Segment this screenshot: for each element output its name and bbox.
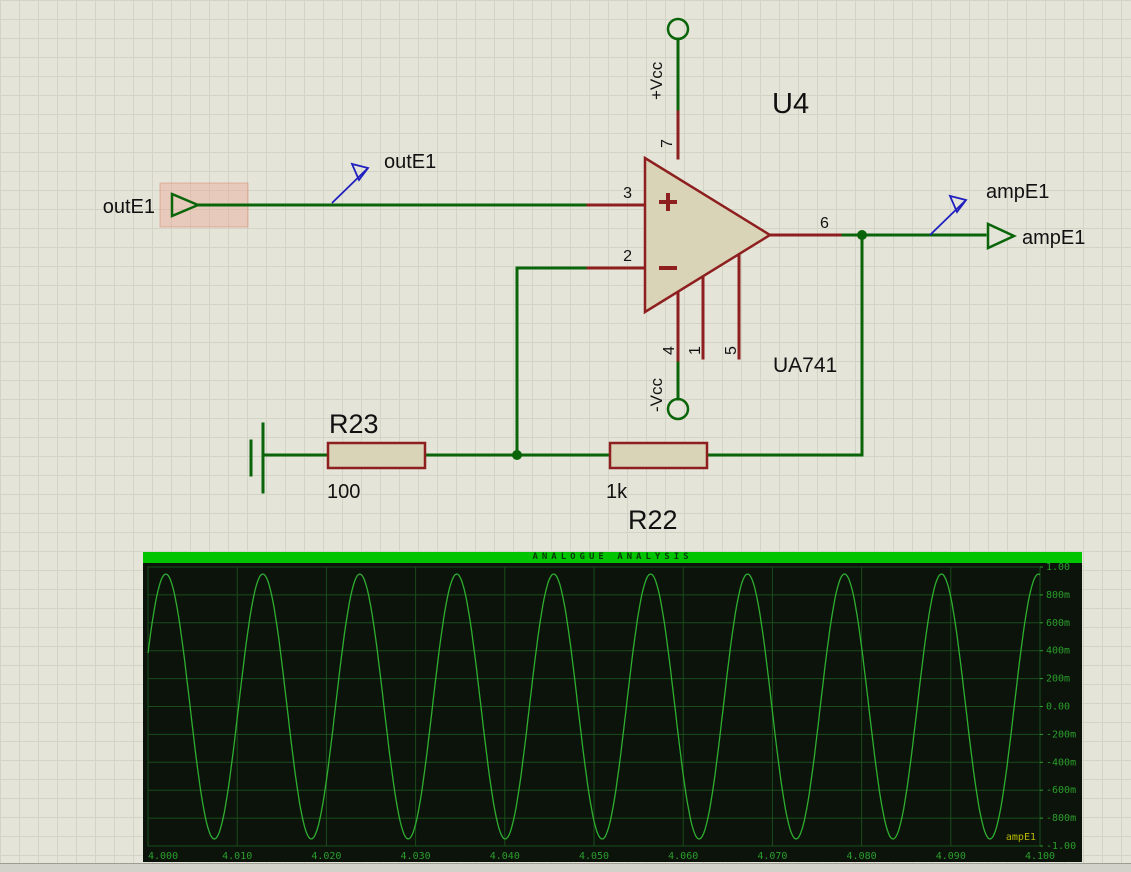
r23-value-label[interactable]: 100 bbox=[327, 481, 360, 503]
probe-arrowhead bbox=[350, 162, 370, 182]
ground-symbol[interactable] bbox=[249, 422, 265, 494]
x-axis-label: 4.100 bbox=[1025, 851, 1055, 862]
r23-ref-label[interactable]: R23 bbox=[329, 409, 379, 439]
x-axis-label: 4.020 bbox=[311, 851, 341, 862]
opamp-ref-label[interactable]: U4 bbox=[772, 88, 809, 120]
wire-feedback[interactable] bbox=[705, 233, 864, 457]
graph-title: ANALOGUE ANALYSIS bbox=[532, 552, 693, 562]
x-axis-label: 4.010 bbox=[222, 851, 252, 862]
y-axis-label: -400m bbox=[1046, 757, 1076, 768]
pin-number-7: 7 bbox=[659, 139, 676, 148]
x-axis-label: 4.030 bbox=[401, 851, 431, 862]
y-axis-label: 400m bbox=[1046, 646, 1070, 657]
input-terminal[interactable] bbox=[170, 192, 202, 218]
y-axis-label: -800m bbox=[1046, 813, 1076, 824]
opamp-plus-input-symbol bbox=[659, 193, 677, 211]
x-axis-label: 4.040 bbox=[490, 851, 520, 862]
vee-label[interactable]: -Vcc bbox=[647, 378, 666, 413]
x-axis-label: 4.050 bbox=[579, 851, 609, 862]
vcc-power-terminal[interactable] bbox=[666, 17, 690, 41]
output-wire-label[interactable]: ampE1 bbox=[986, 181, 1049, 203]
x-axis-label: 4.070 bbox=[757, 851, 787, 862]
resistor-r23-body[interactable] bbox=[326, 441, 427, 470]
r22-ref-label[interactable]: R22 bbox=[628, 505, 678, 535]
x-axis-label: 4.080 bbox=[847, 851, 877, 862]
r22-value-label[interactable]: 1k bbox=[606, 481, 628, 503]
opamp-body[interactable] bbox=[643, 155, 773, 315]
graph-title-bar[interactable]: ANALOGUE ANALYSIS bbox=[143, 552, 1082, 563]
pin-number-3: 3 bbox=[623, 185, 632, 202]
trace-ampE1 bbox=[147, 573, 1041, 840]
y-axis-label: -600m bbox=[1046, 785, 1076, 796]
junction-dot-feedback bbox=[512, 450, 522, 460]
y-axis-label: 200m bbox=[1046, 674, 1070, 685]
junction-dot-output bbox=[857, 230, 867, 240]
resistor-r22[interactable] bbox=[608, 441, 709, 470]
opamp-u4[interactable] bbox=[643, 155, 773, 315]
pin-number-5: 5 bbox=[723, 346, 740, 355]
resistor-r22-body[interactable] bbox=[608, 441, 709, 470]
input-terminal-label[interactable]: outE1 bbox=[103, 196, 155, 218]
input-wire-label[interactable]: outE1 bbox=[384, 151, 436, 173]
x-axis-label: 4.090 bbox=[936, 851, 966, 862]
horizontal-scrollbar[interactable] bbox=[0, 863, 1131, 872]
graph-legend: ampE1 bbox=[1006, 832, 1036, 843]
pin-number-6: 6 bbox=[820, 215, 829, 232]
wire-inverting-net[interactable] bbox=[515, 266, 590, 457]
pin-number-4: 4 bbox=[661, 346, 678, 355]
x-axis-label: 4.060 bbox=[668, 851, 698, 862]
opamp-part-label[interactable]: UA741 bbox=[773, 354, 837, 377]
y-axis-label: 800m bbox=[1046, 590, 1070, 601]
probe-arrow-outE1[interactable] bbox=[331, 162, 370, 204]
vcc-label[interactable]: +Vcc bbox=[647, 61, 666, 100]
y-axis-label: 600m bbox=[1046, 618, 1070, 629]
y-axis-label: 0.00 bbox=[1046, 702, 1070, 713]
graph-plot[interactable]: 1.00 800m 600m 400m 200m 0.00 -200m -400m -600m -… bbox=[143, 563, 1082, 862]
resistor-r23[interactable] bbox=[326, 441, 427, 470]
vee-power-terminal[interactable] bbox=[666, 397, 690, 421]
probe-line bbox=[929, 199, 967, 236]
probe-arrowhead bbox=[948, 194, 968, 214]
y-axis-label: -1.00 bbox=[1046, 841, 1076, 852]
output-terminal[interactable] bbox=[986, 222, 1017, 250]
pin-number-1: 1 bbox=[687, 346, 704, 355]
pin-number-2: 2 bbox=[623, 248, 632, 265]
output-terminal-label[interactable]: ampE1 bbox=[1022, 227, 1085, 249]
probe-line bbox=[331, 167, 369, 204]
analysis-graph-window[interactable]: ANALOGUE ANALYSIS 1.00 800m 600m 400m 200m 0.… bbox=[143, 552, 1082, 862]
probe-arrow-ampE1[interactable] bbox=[929, 194, 968, 236]
x-axis-label: 4.000 bbox=[148, 851, 178, 862]
y-axis-label: -200m bbox=[1046, 729, 1076, 740]
y-axis-label: 1.00 bbox=[1046, 563, 1070, 573]
